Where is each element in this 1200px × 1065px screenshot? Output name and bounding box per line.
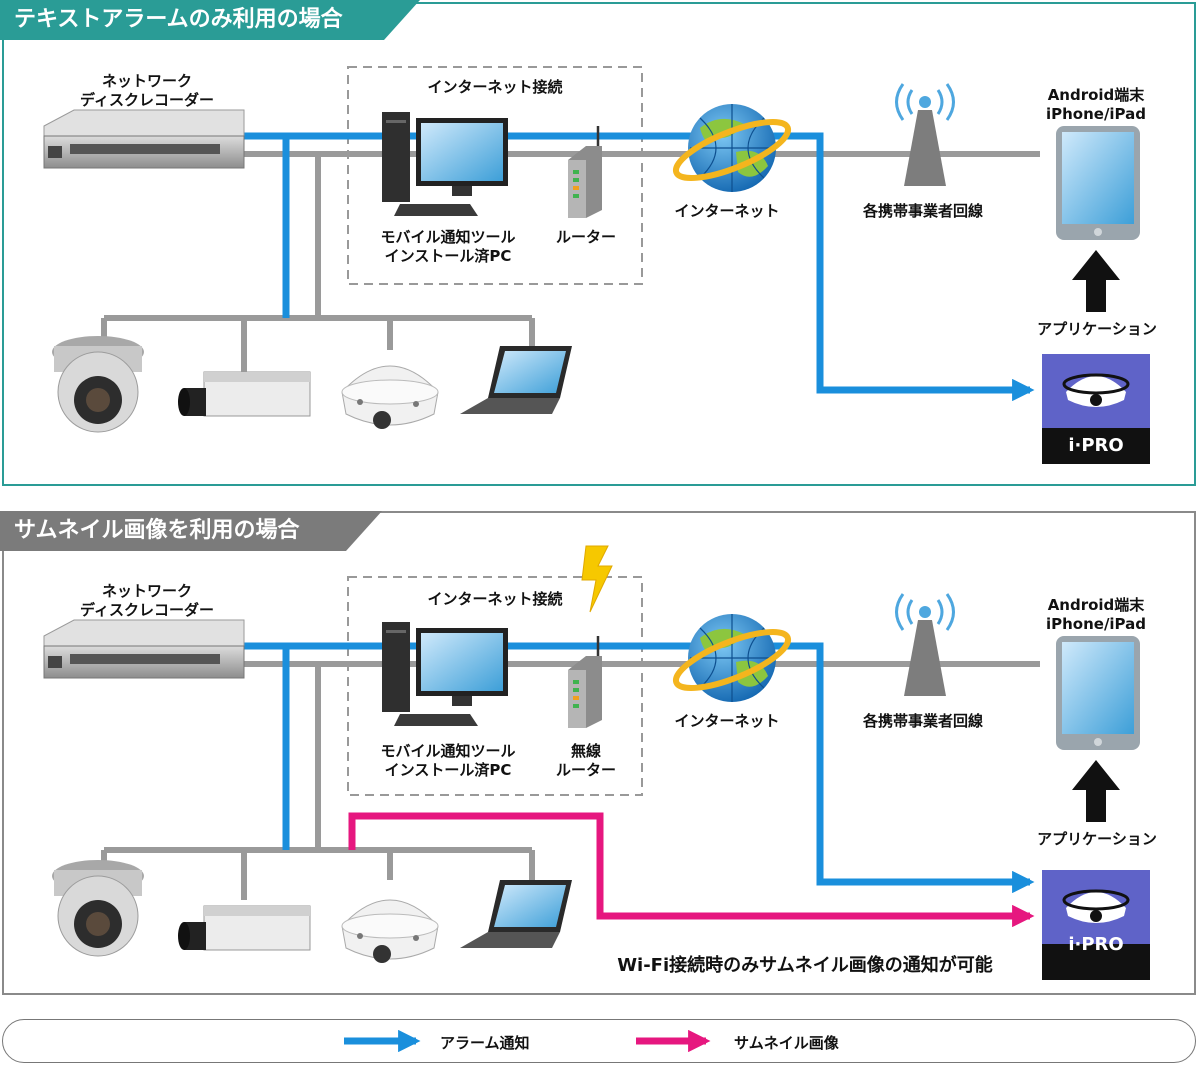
up-arrow-icon [1072,250,1120,312]
alarm-path-2 [282,642,1035,894]
internet-label: インターネット [674,202,780,220]
box-camera-icon-2 [177,905,311,951]
scenario-panel-thumbnail [2,511,1196,995]
laptop-icon [460,346,572,414]
router-label: ルーター [555,228,616,246]
globe-icon-2 [670,614,795,702]
internet-connection-label: インターネット接続 [427,78,563,96]
app-logo-text-2: i·PRO [1068,934,1124,955]
carrier-label-2: 各携帯事業者回線 [862,712,983,730]
legend [2,1019,1196,1063]
alarm-path [282,132,1035,402]
legend-thumbnail-label: サムネイル画像 [734,1034,839,1052]
thumbnail-note: Wi-Fi接続時のみサムネイル画像の通知が可能 [617,955,993,976]
globe-icon [670,104,795,192]
router-icon [566,124,604,220]
pc-icon [382,112,508,216]
device-label: Android端末 iPhone/iPad [1045,86,1147,123]
nvr-label-2: ネットワーク ディスクレコーダー [80,582,214,619]
laptop-icon-2 [460,880,572,948]
thumbnail-path [348,812,1035,928]
antenna-icon-2 [895,592,955,698]
internet-connection-box-2 [347,576,643,796]
bottom-scenario [43,545,1152,982]
app-icon-2 [1040,868,1152,982]
ptz-camera-icon-2 [51,859,145,957]
antenna-icon [895,82,955,188]
pc-label-2: モバイル通知ツール インストール済PC [380,742,516,779]
tablet-icon-2 [1056,636,1140,750]
up-arrow-icon-2 [1072,760,1120,822]
scenario-title-text: テキストアラームのみ利用の場合 [0,0,420,40]
device-label-2: Android端末 iPhone/iPad [1045,596,1147,633]
dome-camera-icon-2 [341,899,439,964]
router-label-2: 無線 ルーター [555,742,616,779]
box-camera-icon [177,371,311,417]
tablet-icon [1056,126,1140,240]
carrier-label: 各携帯事業者回線 [862,202,983,220]
nvr-label: ネットワーク ディスクレコーダー [80,72,214,109]
internet-label-2: インターネット [674,712,780,730]
app-logo-text: i·PRO [1068,435,1124,456]
legend-alarm-label: アラーム通知 [440,1034,530,1052]
scenario-title-thumbnail: サムネイル画像を利用の場合 [0,511,382,551]
router-icon-2 [566,634,604,730]
nvr-icon-2 [43,619,245,679]
app-label: アプリケーション [1037,320,1157,338]
pc-icon-2 [382,622,508,726]
dome-camera-icon [341,365,439,430]
pc-label: モバイル通知ツール インストール済PC [380,228,516,265]
nvr-icon [43,109,245,169]
scenario-panel-text [2,2,1196,486]
app-label-2: アプリケーション [1037,830,1157,848]
lightning-icon [581,545,613,613]
ptz-camera-icon [51,335,145,433]
top-scenario [43,66,1152,466]
internet-connection-label-2: インターネット接続 [427,590,563,608]
